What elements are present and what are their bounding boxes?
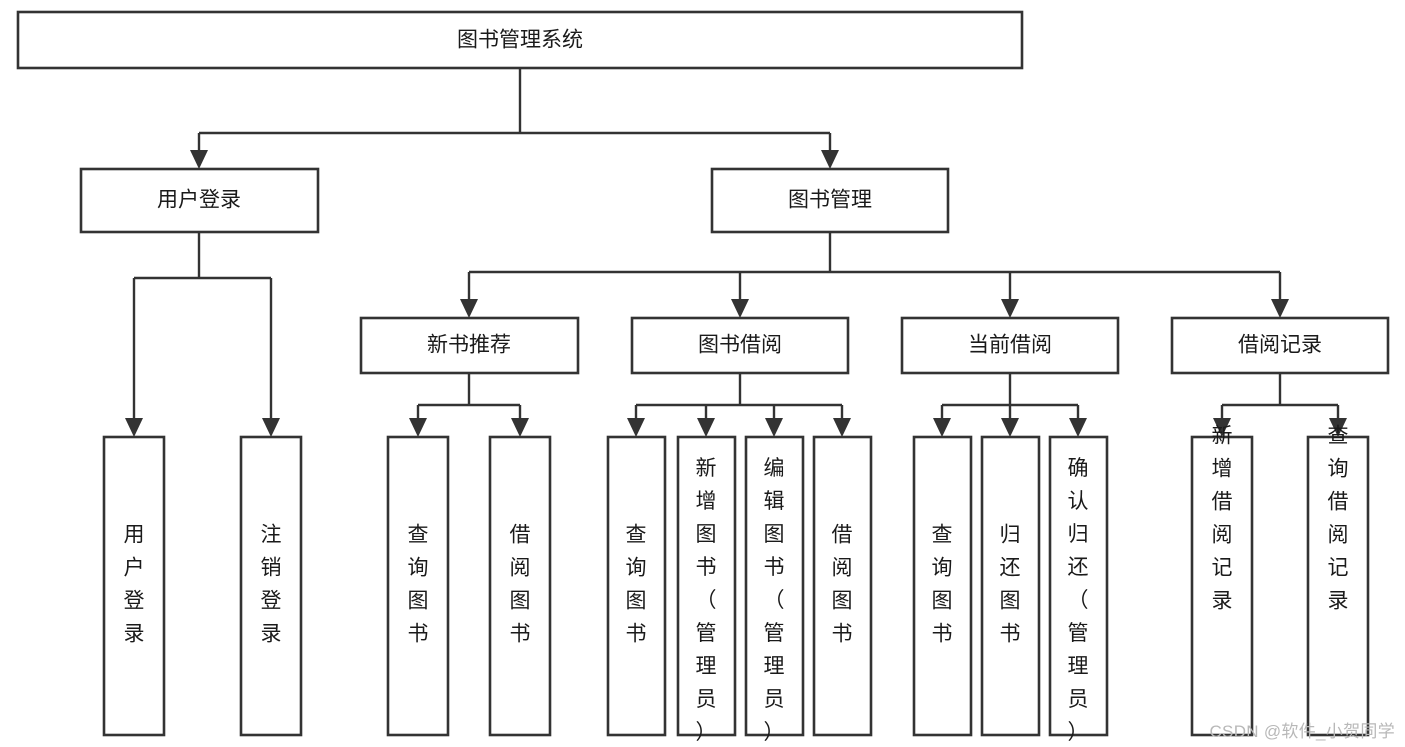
node-book-management-label: 图书管理 [788, 189, 872, 212]
arrow-to-leaf-10 [1001, 418, 1019, 437]
node-borrow-record-label: 借阅记录 [1238, 334, 1322, 357]
node-current-borrow-label: 当前借阅 [968, 334, 1052, 357]
node-leaf-11-box[interactable] [1048, 435, 1109, 737]
arrow-to-leaf-3 [409, 418, 427, 437]
node-current-borrow[interactable]: 当前借阅 [900, 316, 1120, 375]
node-leaf-10-box[interactable] [980, 435, 1041, 737]
node-leaf-4-label: 借阅图书 [510, 524, 531, 646]
arrow-to-leaf-5 [627, 418, 645, 437]
node-leaf-10-label: 归还图书 [1000, 524, 1021, 646]
node-leaf-5[interactable]: 查询图书 [606, 435, 667, 737]
arrow-to-leaf-4 [511, 418, 529, 437]
node-user-login[interactable]: 用户登录 [79, 167, 320, 234]
node-leaf-5-box[interactable] [606, 435, 667, 737]
node-leaf-12-box[interactable] [1190, 435, 1254, 737]
node-new-book-recommend[interactable]: 新书推荐 [359, 316, 580, 375]
node-book-management-box[interactable] [710, 167, 950, 234]
node-root-label: 图书管理系统 [457, 29, 583, 52]
arrow-to-leaf-6 [697, 418, 715, 437]
node-book-management[interactable]: 图书管理 [710, 167, 950, 234]
arrow-to-leaf-11 [1069, 418, 1087, 437]
node-new-book-recommend-label: 新书推荐 [427, 334, 511, 357]
node-leaf-6[interactable]: 新增图书（管理员） [676, 435, 737, 744]
node-leaf-3-label: 查询图书 [408, 524, 429, 646]
node-borrow-record-box[interactable] [1170, 316, 1390, 375]
node-leaf-4[interactable]: 借阅图书 [488, 435, 552, 737]
node-leaf-2-box[interactable] [239, 435, 303, 737]
node-new-book-recommend-box[interactable] [359, 316, 580, 375]
node-root[interactable]: 图书管理系统 [16, 10, 1024, 70]
node-leaf-9-box[interactable] [912, 435, 973, 737]
node-book-borrow-box[interactable] [630, 316, 850, 375]
node-leaf-13-label: 查询借阅记录 [1328, 425, 1349, 613]
node-leaf-8-label: 借阅图书 [832, 524, 853, 646]
node-leaf-11-label: 确认归还（管理员） [1068, 457, 1089, 744]
arrow-to-borrow-record [1271, 299, 1289, 318]
node-book-borrow[interactable]: 图书借阅 [630, 316, 850, 375]
node-leaf-1-label: 用户登录 [124, 524, 145, 646]
node-leaf-13-box[interactable] [1306, 435, 1370, 737]
node-leaf-12[interactable]: 新增借阅记录 [1190, 425, 1254, 737]
node-leaf-4-box[interactable] [488, 435, 552, 737]
node-user-login-label: 用户登录 [157, 189, 241, 212]
arrow-to-leaf-2 [262, 418, 280, 437]
arrow-to-leaf-7 [765, 418, 783, 437]
node-leaf-7-label: 编辑图书（管理员） [764, 457, 785, 744]
node-leaf-2-label: 注销登录 [261, 524, 282, 646]
node-borrow-record[interactable]: 借阅记录 [1170, 316, 1390, 375]
node-leaf-6-label: 新增图书（管理员） [696, 457, 717, 744]
node-leaf-9[interactable]: 查询图书 [912, 435, 973, 737]
node-leaf-12-label: 新增借阅记录 [1212, 425, 1233, 613]
node-leaf-1[interactable]: 用户登录 [102, 435, 166, 737]
arrow-to-new-book [460, 299, 478, 318]
node-leaf-1-box[interactable] [102, 435, 166, 737]
node-leaf-3[interactable]: 查询图书 [386, 435, 450, 737]
arrow-to-current-borrow [1001, 299, 1019, 318]
node-book-borrow-label: 图书借阅 [698, 334, 782, 357]
arrow-to-user-login [190, 150, 208, 169]
node-leaf-2[interactable]: 注销登录 [239, 435, 303, 737]
node-user-login-box[interactable] [79, 167, 320, 234]
node-root-box[interactable] [16, 10, 1024, 70]
arrow-to-book-borrow [731, 299, 749, 318]
node-leaf-6-box[interactable] [676, 435, 737, 737]
arrow-to-leaf-13 [1329, 418, 1347, 437]
node-leaf-7[interactable]: 编辑图书（管理员） [744, 435, 805, 744]
arrow-to-leaf-12 [1213, 418, 1231, 437]
connector-layer [125, 68, 1347, 437]
node-leaf-7-box[interactable] [744, 435, 805, 737]
node-leaf-8-box[interactable] [812, 435, 873, 737]
arrow-to-leaf-9 [933, 418, 951, 437]
node-leaf-5-label: 查询图书 [626, 524, 647, 646]
node-leaf-8[interactable]: 借阅图书 [812, 435, 873, 737]
node-leaf-9-label: 查询图书 [932, 524, 953, 646]
arrow-to-book-manage [821, 150, 839, 169]
node-leaf-10[interactable]: 归还图书 [980, 435, 1041, 737]
node-leaf-3-box[interactable] [386, 435, 450, 737]
arrow-to-leaf-1 [125, 418, 143, 437]
node-current-borrow-box[interactable] [900, 316, 1120, 375]
node-leaf-13[interactable]: 查询借阅记录 [1306, 425, 1370, 737]
node-leaf-11[interactable]: 确认归还（管理员） [1048, 435, 1109, 744]
arrow-to-leaf-8 [833, 418, 851, 437]
